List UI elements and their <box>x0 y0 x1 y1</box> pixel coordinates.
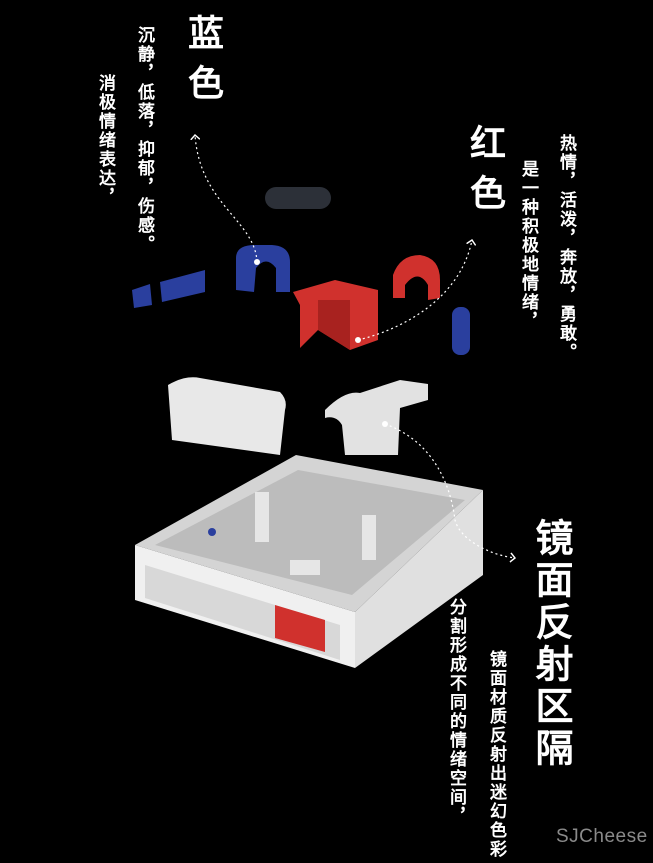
blue-pointer-arrow <box>195 135 258 263</box>
red-pointer-arrow <box>357 240 472 341</box>
red-arch-part <box>393 255 440 300</box>
mirror-description-2: 分割形成不同的情绪空间， <box>446 598 466 826</box>
white-cover-right <box>325 380 428 455</box>
blue-description: 沉静，低落，抑郁，伤感。 <box>134 26 154 254</box>
blue-title: 蓝色 <box>182 14 223 114</box>
blue-fragment-part <box>160 270 205 302</box>
red-panel <box>275 605 325 652</box>
blue-fragment-part <box>132 284 152 308</box>
blue-arch-part <box>236 245 290 292</box>
mirror-title: 镜面反射区隔 <box>529 518 573 770</box>
box-right-face <box>355 490 483 668</box>
red-description-2: 是一种积极地情绪， <box>518 160 538 331</box>
red-description: 热情，活泼，奔放，勇敢。 <box>556 134 576 362</box>
blue-description-2: 消极情绪表达， <box>95 74 115 207</box>
red-title: 红色 <box>464 124 505 224</box>
watermark-logo: SJCheese <box>556 826 648 847</box>
mirror-description: 镜面材质反射出迷幻色彩 <box>486 650 506 859</box>
blue-pillar-part <box>452 307 470 355</box>
mirror-pointer-arrow <box>384 423 515 558</box>
white-cover-left <box>168 377 286 455</box>
dark-capsule-part <box>265 187 331 209</box>
